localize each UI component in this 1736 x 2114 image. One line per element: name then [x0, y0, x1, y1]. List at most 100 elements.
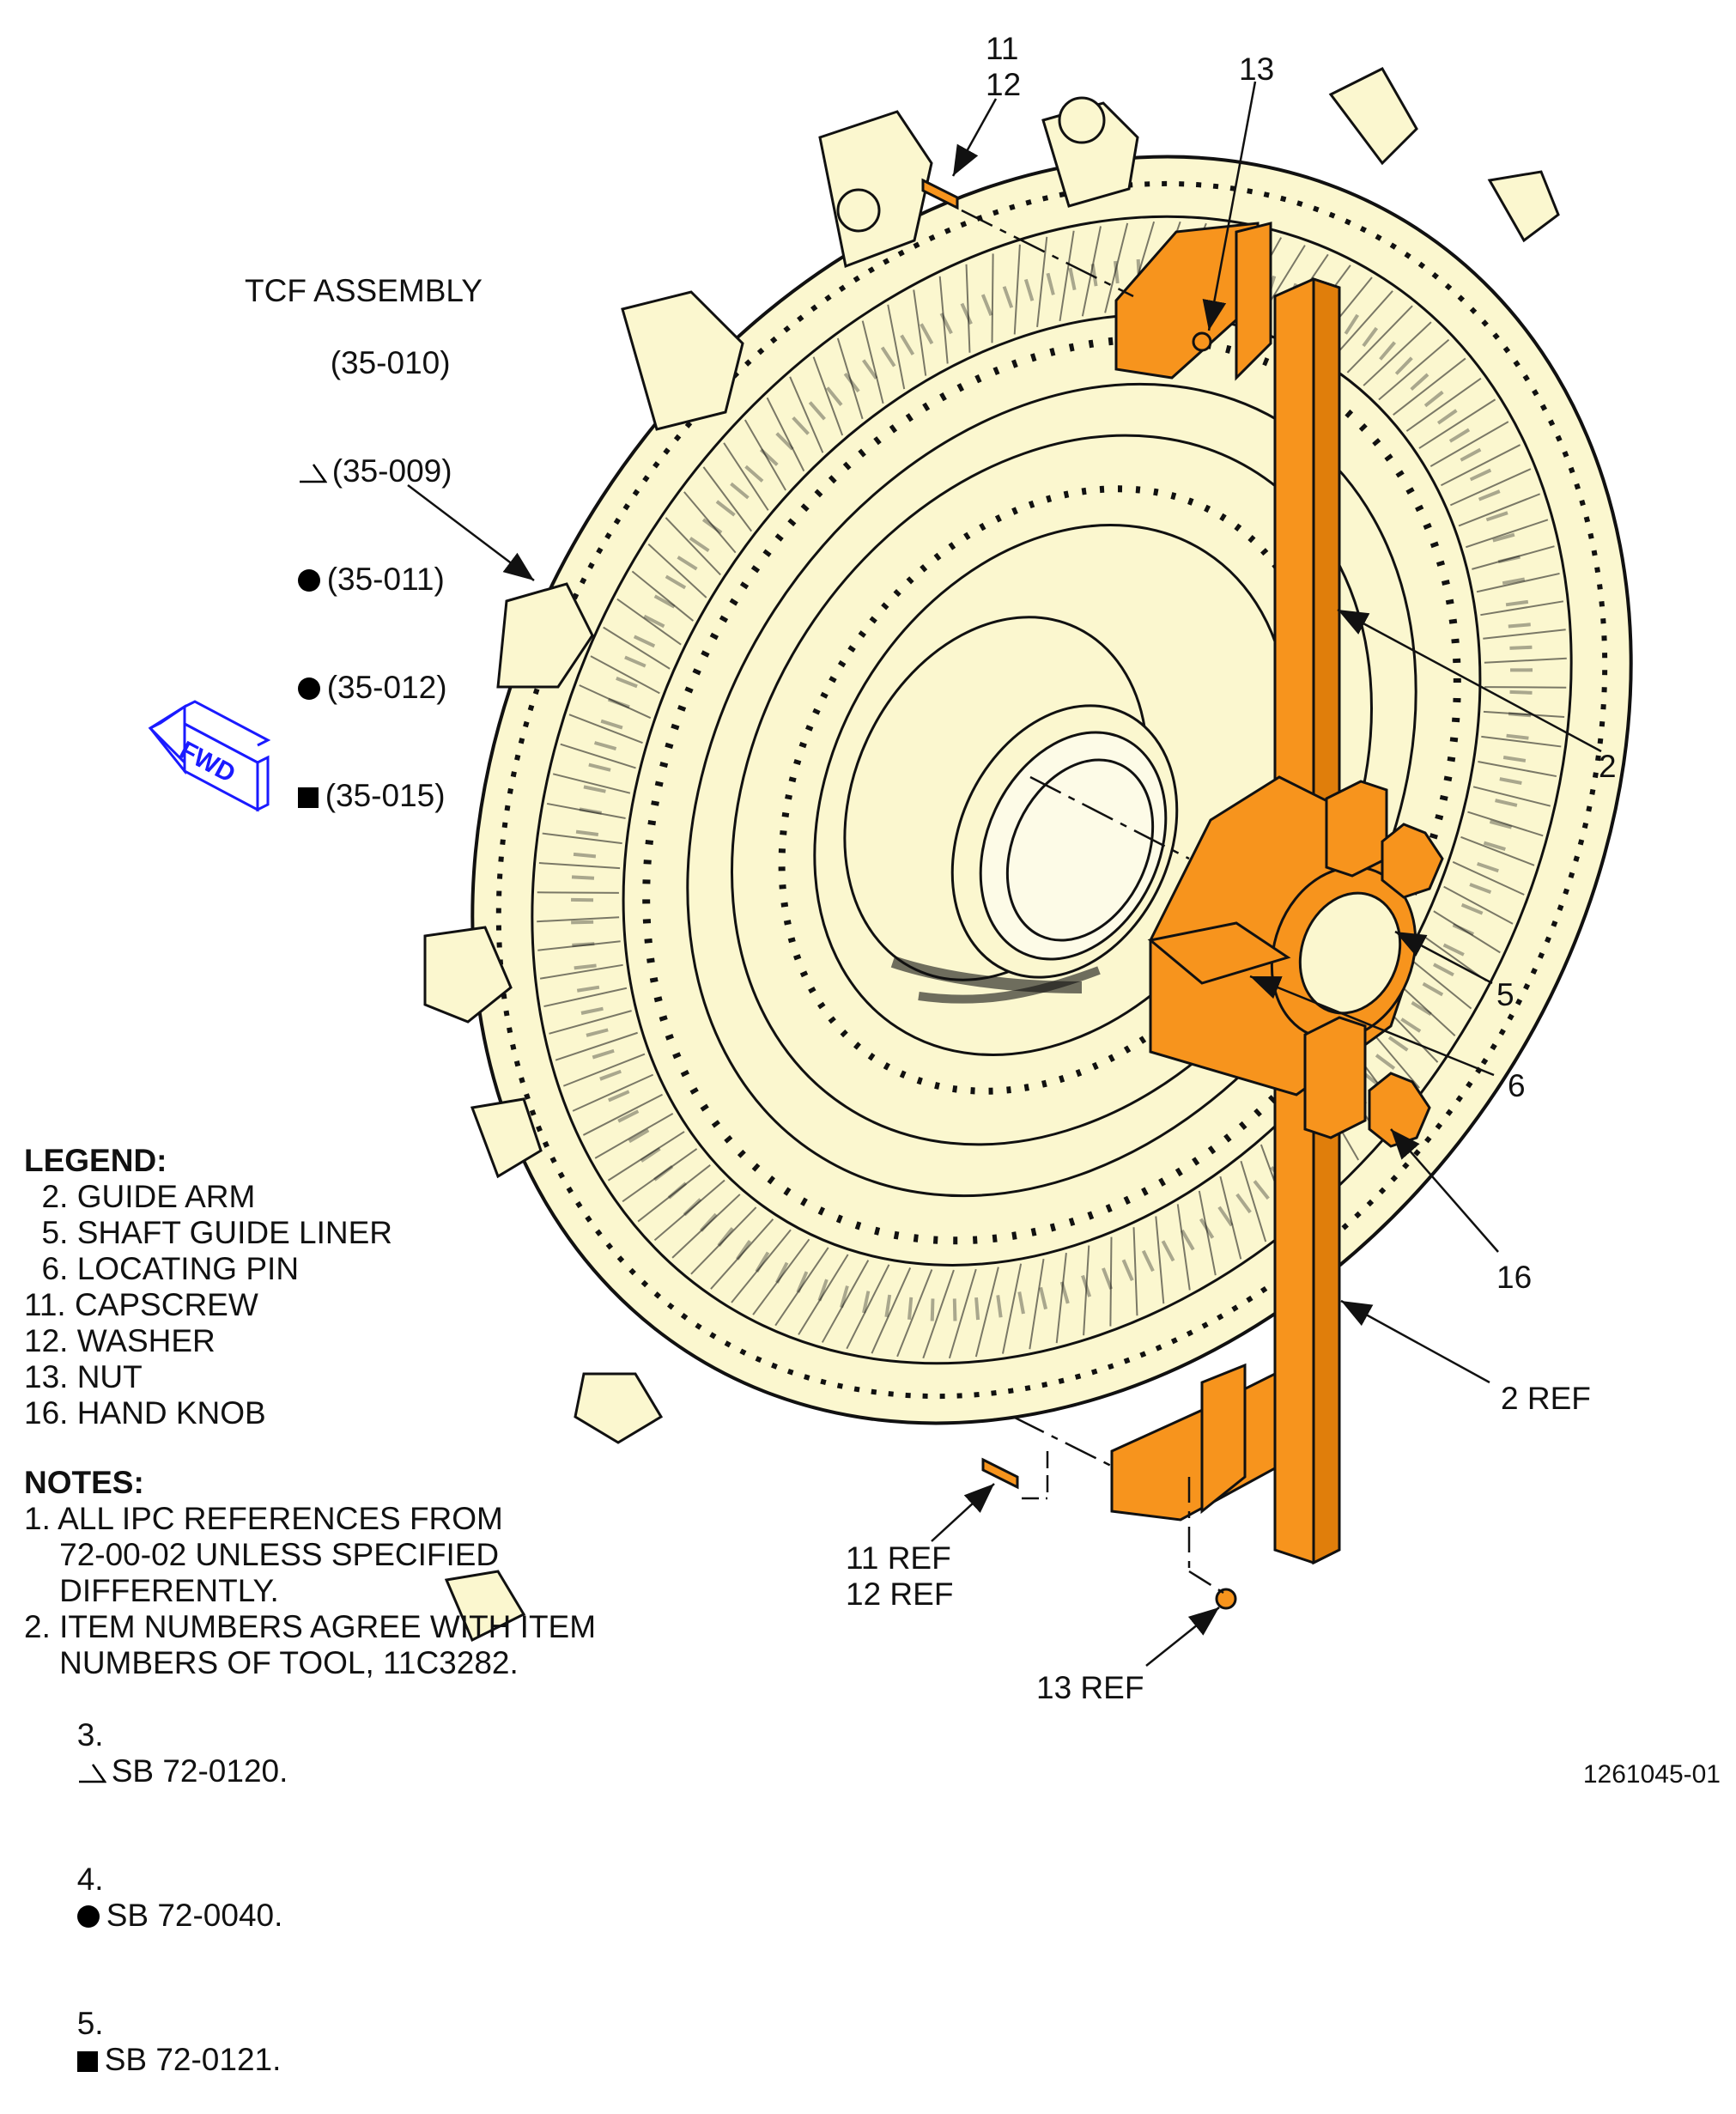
tcf-assembly-title: TCF ASSEMBLY — [245, 273, 483, 308]
vane-blade — [555, 1031, 638, 1061]
centerline — [1029, 775, 1190, 860]
vane-blade — [653, 1179, 725, 1242]
clamp-block — [1325, 780, 1388, 878]
capscrew — [921, 178, 959, 210]
notes-title: NOTES: — [24, 1465, 144, 1500]
vane-blade — [1378, 338, 1450, 401]
circle-note-icon — [76, 1905, 100, 1928]
leader-13 — [1202, 81, 1257, 331]
vane-blade — [965, 264, 971, 353]
upper-bracket-plate — [1235, 222, 1272, 381]
note-number: 5. — [76, 2006, 104, 2041]
circle-note-icon — [297, 677, 320, 700]
legend-item: 5. SHAFT GUIDE LINER — [24, 1215, 393, 1250]
vane-blade — [537, 891, 619, 894]
vane-blade — [723, 442, 769, 511]
vane-blade — [1483, 710, 1565, 718]
triangle-note-icon — [78, 1764, 106, 1783]
vane-blade — [752, 1238, 810, 1315]
tcf-ref-row: (35-012) — [245, 634, 483, 742]
vane-blade — [1478, 761, 1557, 778]
vane-blade — [637, 1164, 711, 1223]
vane-blade — [974, 1267, 999, 1358]
vane-blade — [1176, 1204, 1191, 1291]
vane-blade — [1240, 1160, 1267, 1242]
vane-blade — [542, 832, 622, 845]
vane-blade — [1484, 686, 1567, 689]
tcf-ref-text: (35-009) — [331, 453, 452, 489]
vane-blade — [1393, 357, 1466, 416]
vane-blade — [744, 419, 786, 491]
legend-item: 12. WASHER — [24, 1323, 215, 1358]
vane-blade — [552, 773, 631, 794]
vane-blade — [647, 543, 707, 598]
vane-blade — [1036, 236, 1048, 328]
vane-blade — [607, 1131, 685, 1182]
vane-blade — [1483, 629, 1566, 640]
vane-blade — [1081, 226, 1102, 317]
vane-blade — [702, 466, 753, 532]
vane-blade — [789, 376, 824, 453]
lower-bracket — [1110, 1371, 1277, 1522]
tcf-assembly-block: TCF ASSEMBLY (35-010) (35-009) (35-011) … — [245, 273, 483, 850]
leader-13ref — [1145, 1607, 1220, 1667]
vane-blade — [568, 714, 643, 744]
legend-block: LEGEND: 2. GUIDE ARM 5. SHAFT GUIDE LINE… — [24, 1143, 392, 1431]
shaft-guide-liner-inner — [1298, 891, 1402, 1015]
vane-blade — [590, 655, 660, 695]
triangle-note-icon — [299, 464, 327, 483]
legend-title: LEGEND: — [24, 1143, 167, 1178]
vane-blade — [766, 397, 805, 472]
vane-blade — [731, 1229, 792, 1303]
locating-plate — [1147, 921, 1291, 985]
vane-blade — [1484, 657, 1567, 664]
tcf-ref-row: (35-015) — [245, 742, 483, 850]
vane-blade — [560, 743, 636, 769]
service-tube — [918, 966, 1101, 1004]
vane-blade — [616, 598, 682, 646]
callout-13-ref: 13 REF — [1036, 1670, 1144, 1705]
tcf-ref-text: (35-015) — [325, 778, 446, 813]
leader-6 — [1249, 975, 1495, 1077]
centerline — [961, 209, 1134, 298]
vane-blade — [1460, 835, 1535, 866]
note-text: SB 72-0121. — [104, 2042, 282, 2077]
vane-blade — [1083, 1245, 1090, 1336]
mount-lug — [574, 1372, 664, 1444]
leader-16 — [1390, 1128, 1499, 1253]
vane-blade — [1409, 958, 1472, 1010]
vane-blade — [710, 1218, 774, 1290]
vane-blade — [543, 987, 628, 1008]
tcf-illustration: FWD — [148, 67, 1633, 1667]
note-number: 3. — [76, 1717, 104, 1753]
callout-6: 6 — [1508, 1068, 1526, 1103]
vane-blade — [1059, 230, 1075, 322]
vane-blade — [546, 802, 626, 819]
vane-blade — [1013, 244, 1021, 335]
vane-blade — [562, 1053, 646, 1087]
note-line: NUMBERS OF TOOL, 11C3282. — [24, 1645, 519, 1680]
note-line: 1. ALL IPC REFERENCES FROM — [24, 1501, 503, 1536]
vane-blade — [603, 626, 671, 670]
vane-blade — [938, 276, 949, 364]
figure-stage: FWD 11 12 13 2 5 6 16 2 REF 11 REF 12 RE… — [24, 31, 1721, 2077]
vane-blade — [1472, 545, 1555, 570]
note-line: 5. SB 72-0121. — [24, 1970, 596, 2114]
fitting — [836, 188, 881, 233]
capscrew — [981, 1457, 1019, 1490]
vane-blade — [821, 1260, 870, 1343]
note-line: 72-00-02 UNLESS SPECIFIED — [24, 1537, 500, 1572]
legend-item: 13. NUT — [24, 1359, 143, 1394]
tcf-ref-row: (35-009) — [245, 417, 483, 525]
vane-blade — [798, 1254, 849, 1335]
callout-11-ref: 11 REF — [846, 1540, 951, 1576]
vane-blade — [537, 916, 620, 923]
vane-blade — [1467, 811, 1544, 837]
vane-blade — [1476, 572, 1560, 593]
bearing-bore-inner — [1005, 758, 1155, 942]
centerline — [1188, 1570, 1224, 1595]
callout-16: 16 — [1496, 1260, 1533, 1295]
nut — [1215, 1588, 1237, 1610]
vane-blade — [1198, 1190, 1217, 1276]
vane-blade — [1346, 305, 1413, 374]
